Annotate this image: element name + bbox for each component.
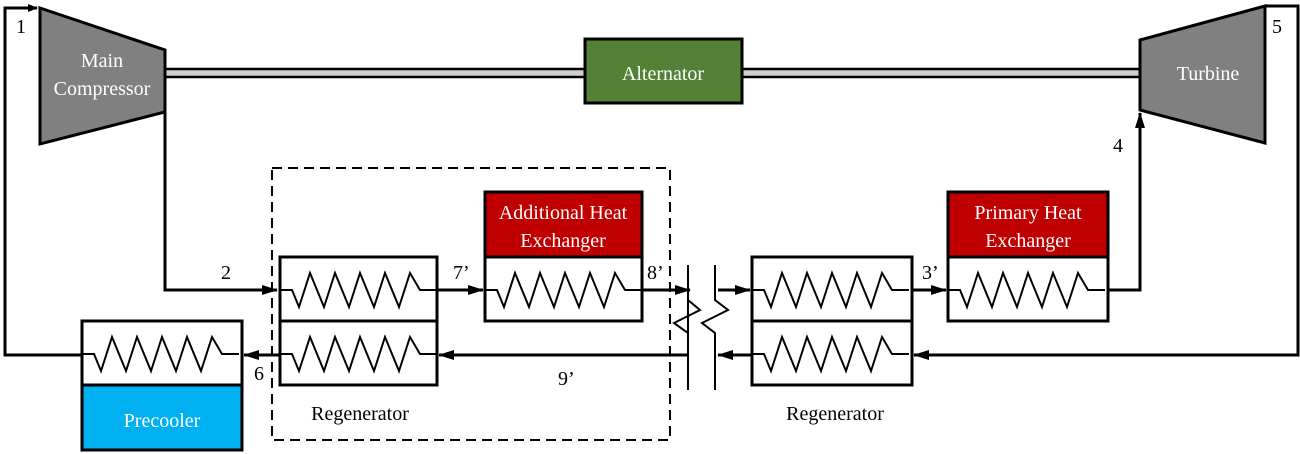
- regenerator-right-label: Regenerator: [786, 403, 884, 425]
- coil-icon: [280, 270, 437, 310]
- primary-hx-label-2: Exchanger: [985, 230, 1071, 252]
- primary-hx-coil-box: [946, 255, 1110, 323]
- coil-icon: [752, 334, 909, 374]
- state-point-labels: 1 2 3’ 4 5 6 7’ 8’ 9’: [16, 16, 1282, 390]
- state-point-3: 3’: [922, 262, 939, 284]
- primary-hx-label-1: Primary Heat: [974, 202, 1082, 224]
- regenerator-left-label: Regenerator: [311, 403, 409, 425]
- flow-1-to-compressor: [3, 4, 82, 357]
- state-point-9: 9’: [558, 368, 575, 390]
- state-point-5: 5: [1272, 16, 1282, 38]
- additional-hx-label-1: Additional Heat: [499, 202, 628, 224]
- flow-2: [163, 112, 278, 295]
- compressor-shape: [38, 5, 167, 146]
- turbine-label: Turbine: [1177, 63, 1240, 85]
- dashed-boundary: [271, 167, 671, 441]
- alternator-box: [583, 37, 744, 105]
- main-compressor: Main Compressor: [38, 5, 167, 146]
- state-point-6: 6: [254, 363, 264, 385]
- compressor-label-1: Main: [81, 50, 123, 72]
- precooler-label: Precooler: [124, 410, 201, 432]
- turbine-shape: [1138, 4, 1267, 145]
- flow-lines: [3, 4, 1300, 360]
- regenerator-left: Regenerator: [278, 255, 439, 425]
- additional-hx-label-2: Exchanger: [520, 230, 606, 252]
- regenerator-left-cold-side: [278, 319, 439, 387]
- state-point-4: 4: [1113, 135, 1123, 157]
- additional-hx-heater: [483, 190, 644, 259]
- coil-icon: [485, 270, 642, 310]
- compressor-label-2: Compressor: [54, 78, 151, 100]
- precooler-box: [80, 383, 244, 452]
- regenerator-left-hot-side: [278, 255, 439, 323]
- pipe-break-symbol: [672, 265, 730, 390]
- regenerator-right: Regenerator: [750, 255, 914, 425]
- alternator: Alternator: [583, 37, 744, 105]
- additional-heat-exchanger: Additional Heat Exchanger: [483, 190, 644, 323]
- coil-icon: [752, 270, 909, 310]
- precooler: Precooler: [80, 319, 244, 452]
- turbine: Turbine: [1138, 4, 1267, 145]
- primary-heat-exchanger: Primary Heat Exchanger: [946, 190, 1110, 323]
- state-point-8: 8’: [647, 262, 664, 284]
- alternator-label: Alternator: [622, 63, 705, 85]
- state-point-7: 7’: [453, 262, 470, 284]
- flow-4: [1108, 112, 1145, 292]
- additional-hx-coil-box: [483, 255, 644, 323]
- state-point-2: 2: [221, 262, 231, 284]
- coil-icon: [82, 334, 239, 374]
- coil-icon: [280, 334, 437, 374]
- state-point-1: 1: [16, 16, 26, 38]
- coil-icon: [948, 270, 1105, 310]
- primary-hx-heater: [946, 190, 1110, 259]
- flow-5: [913, 4, 1300, 360]
